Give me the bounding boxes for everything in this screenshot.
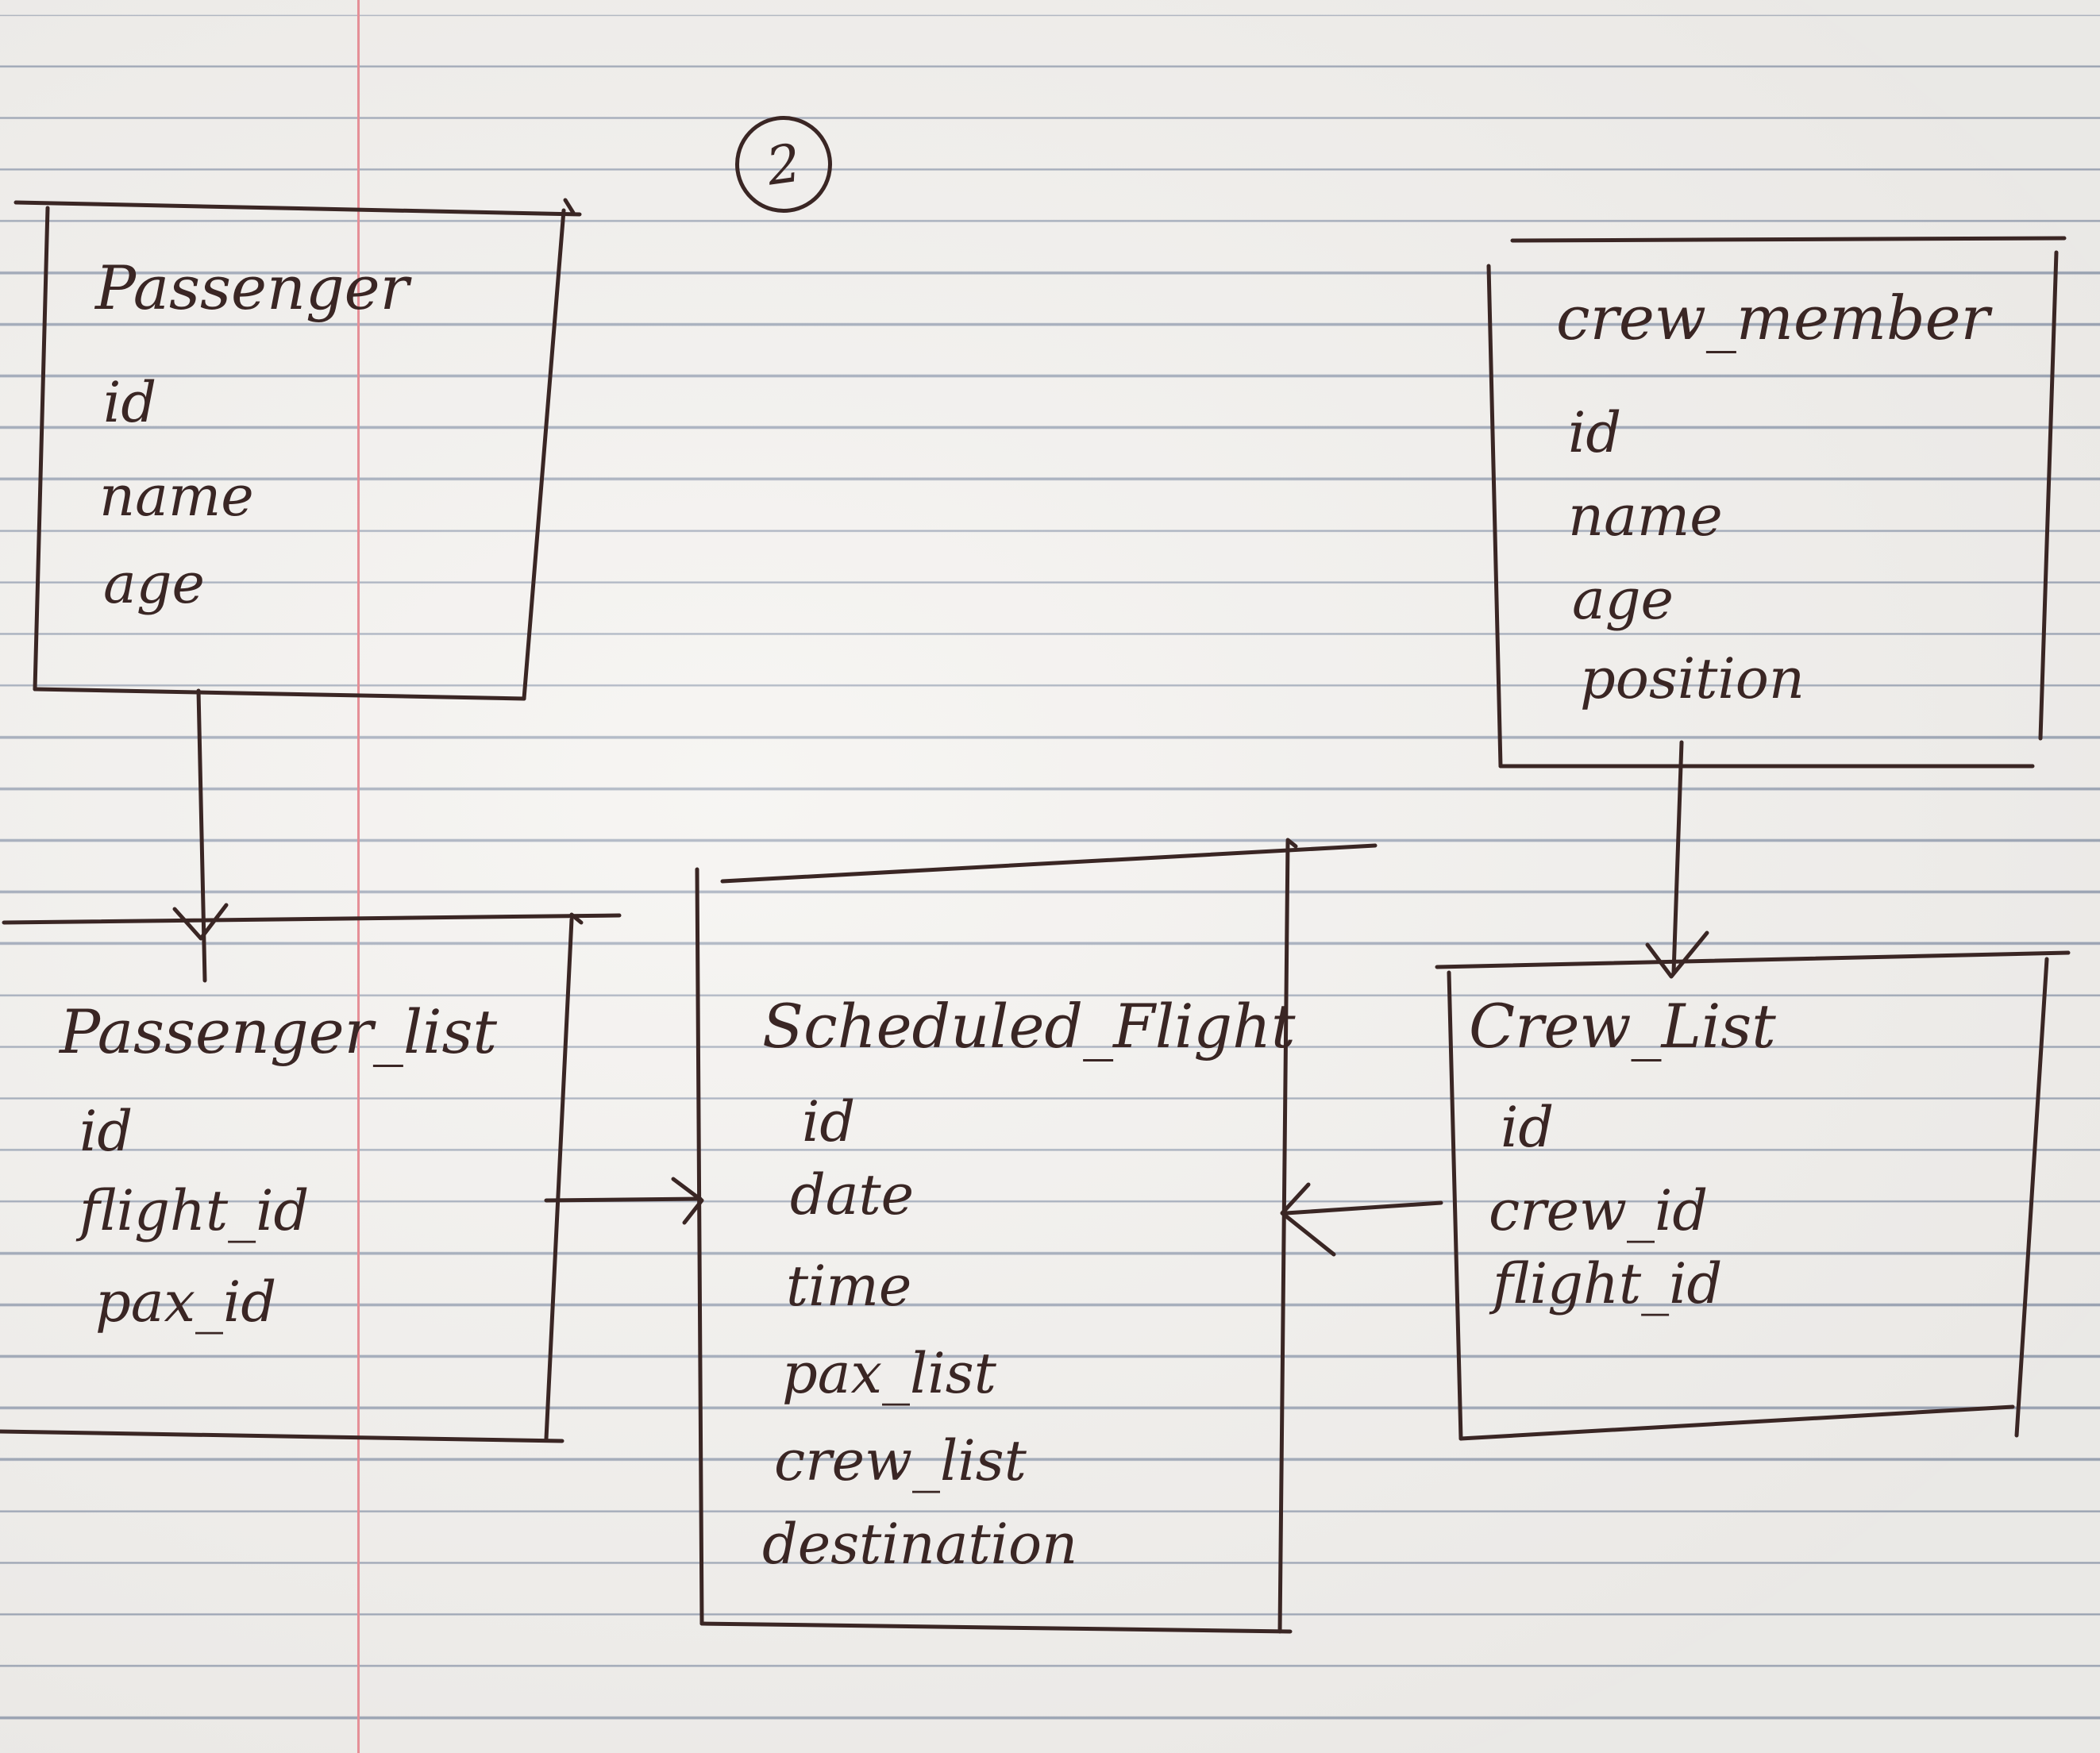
- passenger-title: Passenger: [95, 252, 409, 323]
- scheduled-flight-field-time: time: [786, 1254, 912, 1319]
- crew-member-field-id: id: [1568, 400, 1622, 465]
- page-number: 2: [762, 131, 805, 198]
- passenger-field-id: id: [103, 370, 157, 435]
- arrow-crew-member-to-crew-list: [1645, 740, 1709, 979]
- passenger-box: [13, 198, 582, 701]
- crew-member-box: [1486, 236, 2067, 769]
- crew-list-field-id: id: [1501, 1095, 1555, 1160]
- scheduled-flight-field-crew-list: crew_list: [774, 1428, 1027, 1493]
- passenger-field-name: name: [99, 464, 254, 529]
- crew-member-field-name: name: [1568, 484, 1723, 549]
- crew-member-field-position: position: [1580, 646, 1805, 711]
- passenger-list-title: Passenger_list: [60, 996, 498, 1067]
- arrow-passenger-list-to-scheduled-flight: [544, 1177, 704, 1225]
- crew-member-title: crew_member: [1556, 283, 1990, 353]
- passenger-list-field-flight-id: flight_id: [79, 1178, 310, 1243]
- scheduled-flight-field-id: id: [802, 1089, 856, 1154]
- crew-list-field-crew-id: crew_id: [1489, 1178, 1709, 1243]
- arrow-crew-list-to-scheduled-flight: [1280, 1182, 1443, 1257]
- crew-list-box: [1435, 950, 2071, 1441]
- scheduled-flight-field-destination: destination: [762, 1512, 1078, 1577]
- scheduled-flight-title: Scheduled_Flight: [762, 991, 1296, 1061]
- margin-line: [357, 0, 360, 1753]
- passenger-list-box: [0, 912, 622, 1443]
- passenger-list-field-id: id: [79, 1099, 133, 1164]
- arrow-passenger-to-passenger-list: [172, 688, 229, 983]
- scheduled-flight-box: [695, 838, 1378, 1634]
- scheduled-flight-field-date: date: [790, 1162, 915, 1227]
- crew-list-field-flight-id: flight_id: [1493, 1251, 1723, 1316]
- crew-member-field-age: age: [1572, 567, 1674, 632]
- scheduled-flight-field-pax-list: pax_list: [782, 1341, 996, 1406]
- crew-list-title: Crew_List: [1469, 991, 1776, 1061]
- passenger-field-age: age: [103, 551, 205, 616]
- passenger-list-field-pax-id: pax_id: [95, 1269, 277, 1335]
